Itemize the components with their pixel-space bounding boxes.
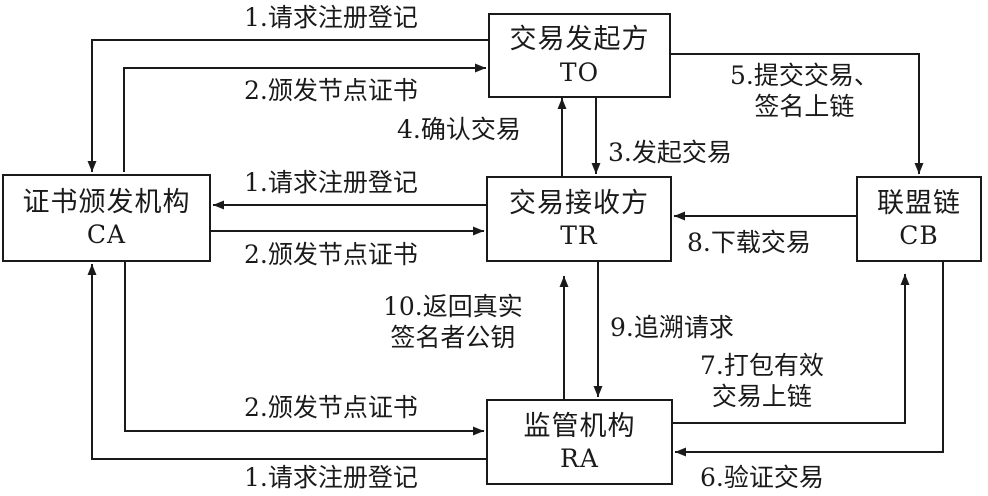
- arrow-ca-ra-issue: [124, 262, 484, 436]
- node-transaction-originator: 交易发起方 TO: [488, 13, 671, 98]
- node-abbr: TO: [559, 57, 600, 87]
- label-cb-tr-download: 8.下载交易: [687, 228, 811, 257]
- node-consortium-chain: 联盟链 CB: [856, 176, 982, 262]
- label-line: 10.返回真实: [383, 292, 523, 321]
- label-line: 交易上链: [711, 381, 812, 411]
- label-to-ca-register: 1.请求注册登记: [244, 3, 418, 32]
- label-ra-tr-return: 10.返回真实 签名者公钥: [383, 292, 523, 353]
- label-line: 7.打包有效: [700, 351, 824, 380]
- label-ra-ca-register: 1.请求注册登记: [244, 463, 418, 492]
- node-abbr: TR: [560, 221, 598, 251]
- arrow-to-ca-register: [87, 39, 488, 172]
- label-tr-to-confirm: 4.确认交易: [397, 115, 521, 144]
- node-name: 联盟链: [877, 187, 961, 219]
- label-line: 签名上链: [754, 91, 855, 121]
- arrow-ra-ca-register: [87, 264, 486, 460]
- node-name: 证书颁发机构: [22, 186, 191, 218]
- label-line: 签名者公钥: [390, 322, 516, 352]
- arrow-ca-to-issue: [123, 63, 486, 172]
- label-to-tr-initiate: 3.发起交易: [608, 138, 732, 167]
- label-ca-ra-issue: 2.颁发节点证书: [244, 393, 418, 422]
- node-abbr: CB: [899, 221, 939, 251]
- node-name: 监管机构: [523, 410, 636, 442]
- node-abbr: CA: [86, 220, 127, 250]
- label-cb-ra-verify: 6.验证交易: [700, 463, 824, 492]
- label-ca-to-issue: 2.颁发节点证书: [244, 76, 418, 105]
- node-certificate-authority: 证书颁发机构 CA: [2, 174, 211, 262]
- label-tr-ra-trace: 9.追溯请求: [610, 313, 734, 342]
- label-tr-ca-register: 1.请求注册登记: [244, 168, 418, 197]
- arrow-cb-ra-verify: [675, 262, 944, 457]
- label-ra-cb-pack: 7.打包有效 交易上链: [700, 351, 824, 412]
- node-name: 交易发起方: [509, 24, 650, 55]
- node-name: 交易接收方: [509, 187, 649, 219]
- node-abbr: RA: [560, 444, 599, 474]
- arrow-to-cb-submit: [671, 53, 924, 174]
- arrow-ra-cb-pack: [673, 274, 910, 424]
- label-line: 5.提交交易、: [730, 61, 879, 90]
- node-regulator: 监管机构 RA: [486, 399, 673, 485]
- label-to-cb-submit: 5.提交交易、 签名上链: [730, 61, 879, 122]
- label-ca-tr-issue: 2.颁发节点证书: [244, 240, 418, 269]
- node-transaction-receiver: 交易接收方 TR: [486, 176, 672, 262]
